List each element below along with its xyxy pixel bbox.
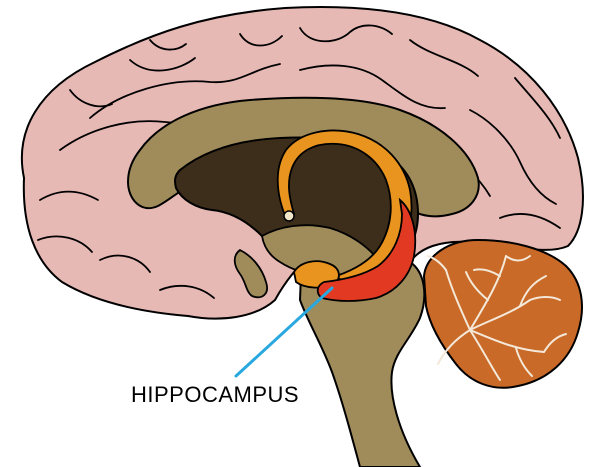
hippocampus-label: HIPPOCAMPUS: [131, 382, 299, 408]
fornix-tip: [284, 211, 294, 221]
cerebellum: [424, 240, 582, 388]
